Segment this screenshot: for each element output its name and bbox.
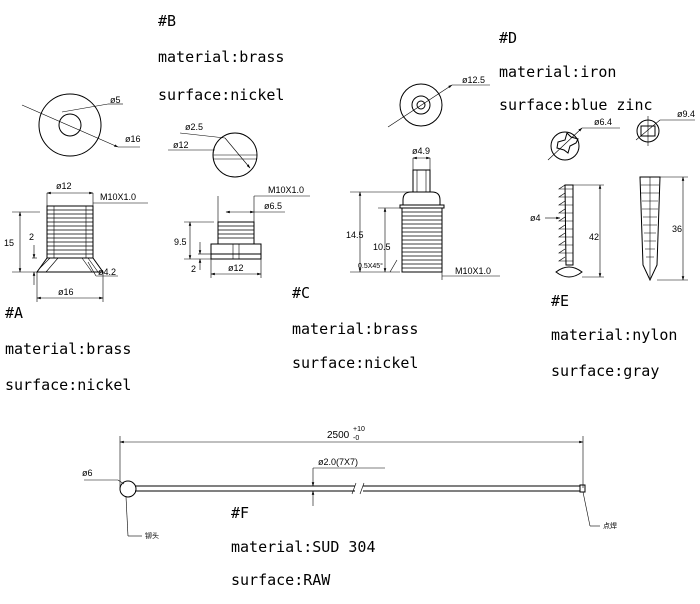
- part-d-label: #D: [499, 29, 518, 47]
- dim-b-d12: ø12: [228, 263, 244, 273]
- part-d-screw-head-view: ø6.4: [547, 117, 620, 161]
- part-c-surface: surface:nickel: [292, 354, 419, 372]
- dim-c-m10: M10X1.0: [455, 266, 491, 276]
- dim-c-chamfer: 0.5X45°: [358, 262, 383, 270]
- dim-f-tol-down: -0: [353, 435, 359, 442]
- dim-b-2: 2: [191, 264, 196, 274]
- part-a-material: material:brass: [5, 340, 132, 358]
- dim-c-d49: ø4.9: [412, 146, 430, 156]
- part-b-surface: surface:nickel: [158, 86, 285, 104]
- dim-f-d20: ø2.0(7X7): [318, 457, 358, 467]
- part-c-top-view: ø12.5: [387, 75, 490, 128]
- dim-b-d12-top: ø12: [173, 140, 189, 150]
- dim-c-d125: ø12.5: [462, 75, 485, 85]
- part-d-screw-side-view: 42 ø4: [530, 184, 604, 278]
- part-b-label: #B: [158, 12, 177, 30]
- dim-a-d42: ø4.2: [98, 267, 116, 277]
- part-d-surface: surface:blue zinc: [499, 96, 653, 114]
- part-f-surface: surface:RAW: [231, 571, 331, 589]
- part-e-material: material:nylon: [551, 326, 678, 344]
- part-e-anchor-side-view: 36: [639, 176, 688, 282]
- dim-a-m10: M10X1.0: [100, 192, 136, 202]
- part-c-side-view: ø4.9 14.5 10.5 0.5X45° M10X1.0: [346, 146, 500, 280]
- part-b-material: material:brass: [158, 48, 285, 66]
- dim-a-15: 15: [4, 238, 14, 248]
- note-f-left: 铆头: [145, 531, 159, 540]
- part-c-label: #C: [292, 284, 311, 302]
- dim-a-d5: ø5: [110, 95, 121, 105]
- part-f-cable-drawing: 2500 +10 -0 ø6 ø2.0(7X7) 铆头 点焊: [82, 426, 617, 540]
- part-a-threads: [47, 209, 93, 255]
- dim-c-145: 14.5: [346, 230, 364, 240]
- part-a-top-view: ø5 ø16: [21, 93, 141, 157]
- part-b-top-view: ø2.5 ø12: [168, 122, 258, 178]
- dim-d-d4: ø4: [530, 213, 541, 223]
- part-a-label: #A: [5, 304, 24, 322]
- part-e-anchor-top-view: ø9.4: [635, 109, 695, 146]
- dim-b-95: 9.5: [174, 237, 187, 247]
- dim-b-d65: ø6.5: [264, 201, 282, 211]
- part-b-side-view: M10X1.0 ø6.5 9.5 2 ø12: [174, 185, 310, 278]
- part-a-surface: surface:nickel: [5, 376, 132, 394]
- part-c-material: material:brass: [292, 320, 419, 338]
- dim-f-length: 2500: [327, 430, 350, 441]
- dim-b-d25: ø2.5: [185, 122, 203, 132]
- dim-a-d16: ø16: [58, 287, 74, 297]
- part-e-label: #E: [551, 292, 570, 310]
- dim-f-tol-up: +10: [353, 426, 365, 433]
- dim-d-42: 42: [589, 232, 599, 242]
- part-a-side-view: ø12 M10X1.0 15 2 ø4.2 ø16: [4, 181, 148, 302]
- dim-d-d94: ø9.4: [677, 109, 695, 119]
- dim-a-2: 2: [29, 232, 34, 242]
- part-e-surface: surface:gray: [551, 362, 660, 380]
- dim-c-105: 10.5: [373, 242, 391, 252]
- dim-d-d64: ø6.4: [594, 117, 612, 127]
- part-f-label: #F: [231, 504, 250, 522]
- dim-f-d6: ø6: [82, 468, 93, 478]
- dim-a-d16-top: ø16: [125, 134, 141, 144]
- part-f-material: material:SUD 304: [231, 538, 376, 556]
- note-f-right: 点焊: [603, 521, 617, 530]
- part-d-material: material:iron: [499, 63, 617, 81]
- dim-d-36: 36: [672, 224, 682, 234]
- dim-a-d12: ø12: [56, 181, 72, 191]
- dim-b-m10: M10X1.0: [268, 185, 304, 195]
